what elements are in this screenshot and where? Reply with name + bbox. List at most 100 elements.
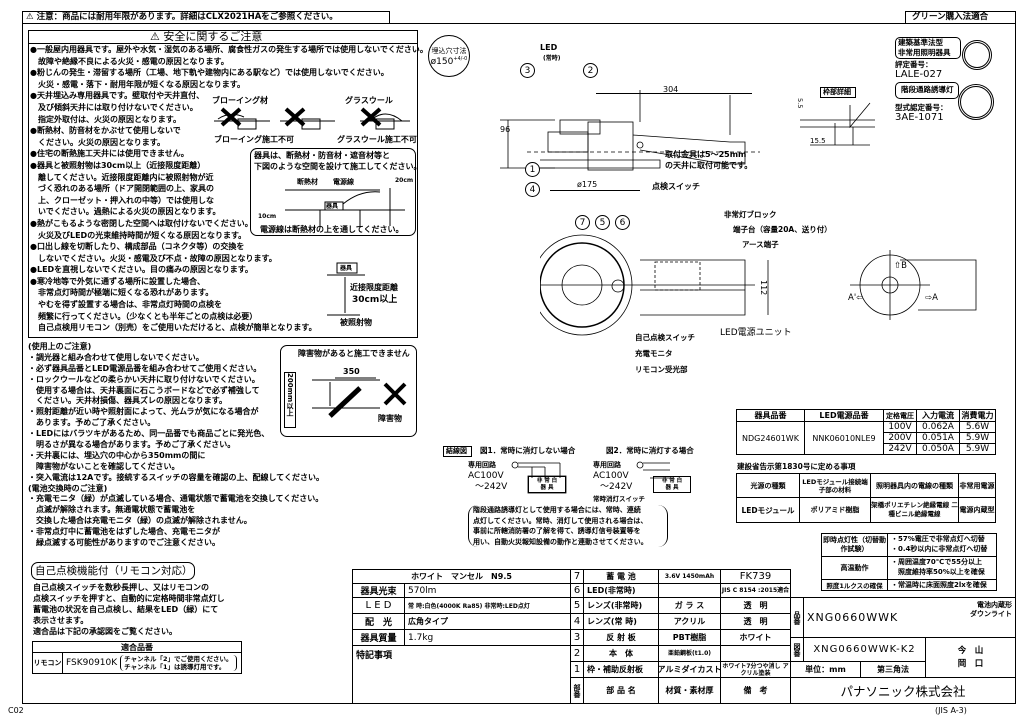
n1830-header-terminal: LEDモジュール接続端子部の材料 [799, 473, 871, 498]
safety-line: 故障や絶縁不良による火災・感電の原因となります。 [30, 56, 229, 66]
insulation-note-2: 下図のような空間を設けて施工してください。 [254, 162, 422, 171]
obstacle-title: 障害物があると施工できません [298, 349, 410, 358]
charge-monitor-label: 充電モニタ [635, 349, 673, 358]
special-notes-label: 特記事項 [356, 651, 393, 661]
psu-number: NNK06010NLE9 [804, 421, 884, 455]
color-spec: ホワイト マンセル N9.5 [352, 569, 571, 584]
note-line: あります。予めご了承ください。 [28, 418, 156, 428]
durability-notice-text: ⚠ 注意：商品には耐用年限があります。詳細はCLX2021HAをご参照ください。 [26, 12, 338, 22]
spec-label-led: L E D [352, 597, 405, 614]
parts-no: 1 [570, 661, 584, 678]
n1830-header-power: 非常用電源 [958, 473, 996, 498]
safety-line: 火災・感電・落下・耐用年限が短くなる原因となります。 [30, 79, 245, 89]
durability-notice [22, 11, 390, 24]
wiring-fig2-title: 図2．常時に消灯する場合 [606, 446, 694, 455]
wiring-fig1-title: 図1．常時に消灯しない場合 [480, 446, 576, 455]
safety-lines: ●一般屋内用器具です。屋外や水気・湿気のある場所、腐食性ガスの発生する場所では使… [30, 44, 428, 334]
note-line: (使用上のご注意) [28, 342, 92, 351]
eval-number: LALE-027 [895, 69, 943, 80]
insulation-footer-note: 電源線は断熱材の上を通してください。 [260, 225, 404, 234]
glasswool-label: グラスウール [345, 96, 393, 105]
mount-note-2: の天井に取付可能です。 [665, 161, 753, 170]
parts-note: JIS C 8154 :2015適合 [720, 583, 791, 598]
fig2-voltage-2: ～242V [600, 482, 633, 492]
safety-line: づく恐れのある場所（ドア開閉範囲の上、家具の [30, 184, 214, 194]
drawing-number: XNG0660WWK-K2 [803, 637, 926, 662]
obstacle-label: 障害物 [378, 414, 402, 423]
fig2-switch-label: 常時消灯スイッチ [593, 495, 645, 503]
self-check-title-box [31, 562, 195, 580]
note-line: 障害物がないことを確認してください。 [28, 461, 180, 471]
power-line-label: 電源線 [333, 178, 354, 186]
dim-5-5: 5.5 [796, 98, 804, 109]
cutout-diameter: ø150 [430, 56, 454, 67]
insulation-note-1: 器具は、断熱材・防音材・遮音材等と [254, 151, 390, 160]
note-line: ・必ず器具品番とLED電源品番を組み合わせてご使用ください。 [28, 363, 262, 373]
self-check-title: 自己点検機能付（リモコン対応） [35, 565, 193, 577]
note-line: ・充電モニタ（緑）が点滅している場合、通電状態で蓄電池を交換してください。 [28, 494, 324, 504]
self-check-line: 蓄電池の状況を自己点検し、結果をLED（緑）にて [33, 604, 219, 614]
cutout-size-badge: 埋込穴寸法 ø150+4/-0 [428, 35, 470, 77]
fixture-label: 器具 [326, 203, 339, 210]
insulation-clearance-diagram [285, 188, 405, 226]
note-line: ・ロックウールなどの柔らかい天井に取り付けないでください。 [28, 374, 260, 384]
top-view-drawing [540, 234, 977, 336]
parts-no: 4 [570, 613, 584, 630]
obstacle-diagram [312, 377, 407, 418]
spec-value-flux: 570lm [404, 583, 571, 598]
led-power-unit-label: LED電源ユニット [720, 328, 792, 338]
safety-title: ⚠ 安全に関するご注意 [150, 30, 263, 43]
fig2-fixture: 器 具 [665, 484, 679, 491]
building-standard-badge [895, 37, 961, 59]
dim-304-line [596, 93, 752, 94]
spec-value-led: 常 時:白色(4000K Ra85) 非常時:LED点灯 [404, 597, 571, 614]
parts-name: LED(非常時) [583, 583, 659, 598]
fig1-circuit: 専用回路 [468, 461, 496, 469]
obstacle-height: 200mm以上 [284, 372, 296, 428]
self-check-line: 点検スイッチを押すと、自動的に定格時間非常点灯し [33, 593, 225, 603]
note-line: ・天井裏には、埋込穴の中心から350mmの間に [28, 450, 206, 460]
perf-values-heat: ・周囲温度70℃で55分以上 照度維持率50%以上を確保 [887, 556, 997, 580]
safety-line: しないでください。火災・感電及び不点・故障の原因となります。 [30, 253, 277, 263]
frame-detail-label-box [820, 87, 856, 98]
stair-guide-label: 階段通路誘導灯 [901, 85, 954, 94]
cutout-label: 埋込穴寸法 [431, 46, 467, 55]
remote-note-1: チャンネル「2」でご使用ください。 [124, 655, 233, 663]
glasswool-ng-label: グラスウール施工不可 [337, 135, 417, 144]
parts-name: レンズ(非常時) [583, 597, 659, 614]
fig1-terminals: 非 常 白 [536, 477, 558, 484]
perf-value: ・周囲温度70℃で55分以上 [891, 558, 982, 566]
dim-10cm: 10cm [258, 213, 277, 220]
remote-model-number: FSK90910K [66, 658, 118, 668]
dim-20cm: 20cm [395, 177, 414, 184]
safety-line: ●断熱材、防音材をかぶせて使用しないで [30, 126, 181, 136]
current-242: 0.050A [916, 443, 960, 455]
mount-note-1: 取付金具は5～25mm [665, 150, 747, 159]
note-line: ・非常点灯中に蓄電池をはずした場合、充電モニタが [28, 527, 220, 537]
note-line: 点滅が解除されます。無通電状態で蓄電池を [28, 505, 196, 515]
wiring-title: 結線図 [446, 447, 467, 455]
spec-label-flux: 器具光束 [352, 583, 405, 598]
wiring-note: 階段通路誘導灯として使用する場合には、常時、連続 点灯してください。常時、消灯し… [468, 505, 668, 547]
wiring-note-line: 事前に所轄消防署の了解を得て、誘導灯信号装置等を [473, 527, 641, 535]
parts-note: 透 明 [720, 597, 791, 614]
product-number: XNG0660WWK 電池内蔵形 ダウンライト [803, 597, 1016, 638]
callout-2: 2 [583, 63, 598, 78]
note-line: ・LEDにはバラツキがあるため、同一品番でも商品ごとに発光色、 [28, 429, 270, 439]
note-line: ・調光器と組み合わせて使用しないでください。 [28, 352, 204, 362]
parts-note: 透 明 [720, 613, 791, 630]
note-line: 使用する場合は、天井裏面に石こうボードなどで必ず補強して [28, 385, 260, 395]
proximity-label-2: 30cm以上 [352, 295, 398, 305]
self-check-description: 自己点検スイッチを数秒長押し、又はリモコンの 点検スイッチを押すと、自動的に定格… [33, 583, 225, 637]
parts-material: ガ ラ ス [658, 597, 721, 614]
parts-no: 3 [570, 629, 584, 646]
remote-label: リモコン [32, 652, 63, 674]
earth-terminal-label: アース端子 [742, 240, 779, 249]
wiring-title-box [443, 446, 472, 457]
perf-value: ・0.4秒以内に非常点灯へ切替 [891, 545, 988, 553]
signer-1: 今 山 [957, 645, 984, 656]
eval-number-label: 評定番号： [895, 60, 933, 69]
note-line: 明るさが異なる場合があります。予めご了承ください。 [28, 440, 236, 450]
self-check-switch-label: 自己点検スイッチ [635, 333, 695, 342]
unit-label: 単位：mm [790, 661, 861, 678]
